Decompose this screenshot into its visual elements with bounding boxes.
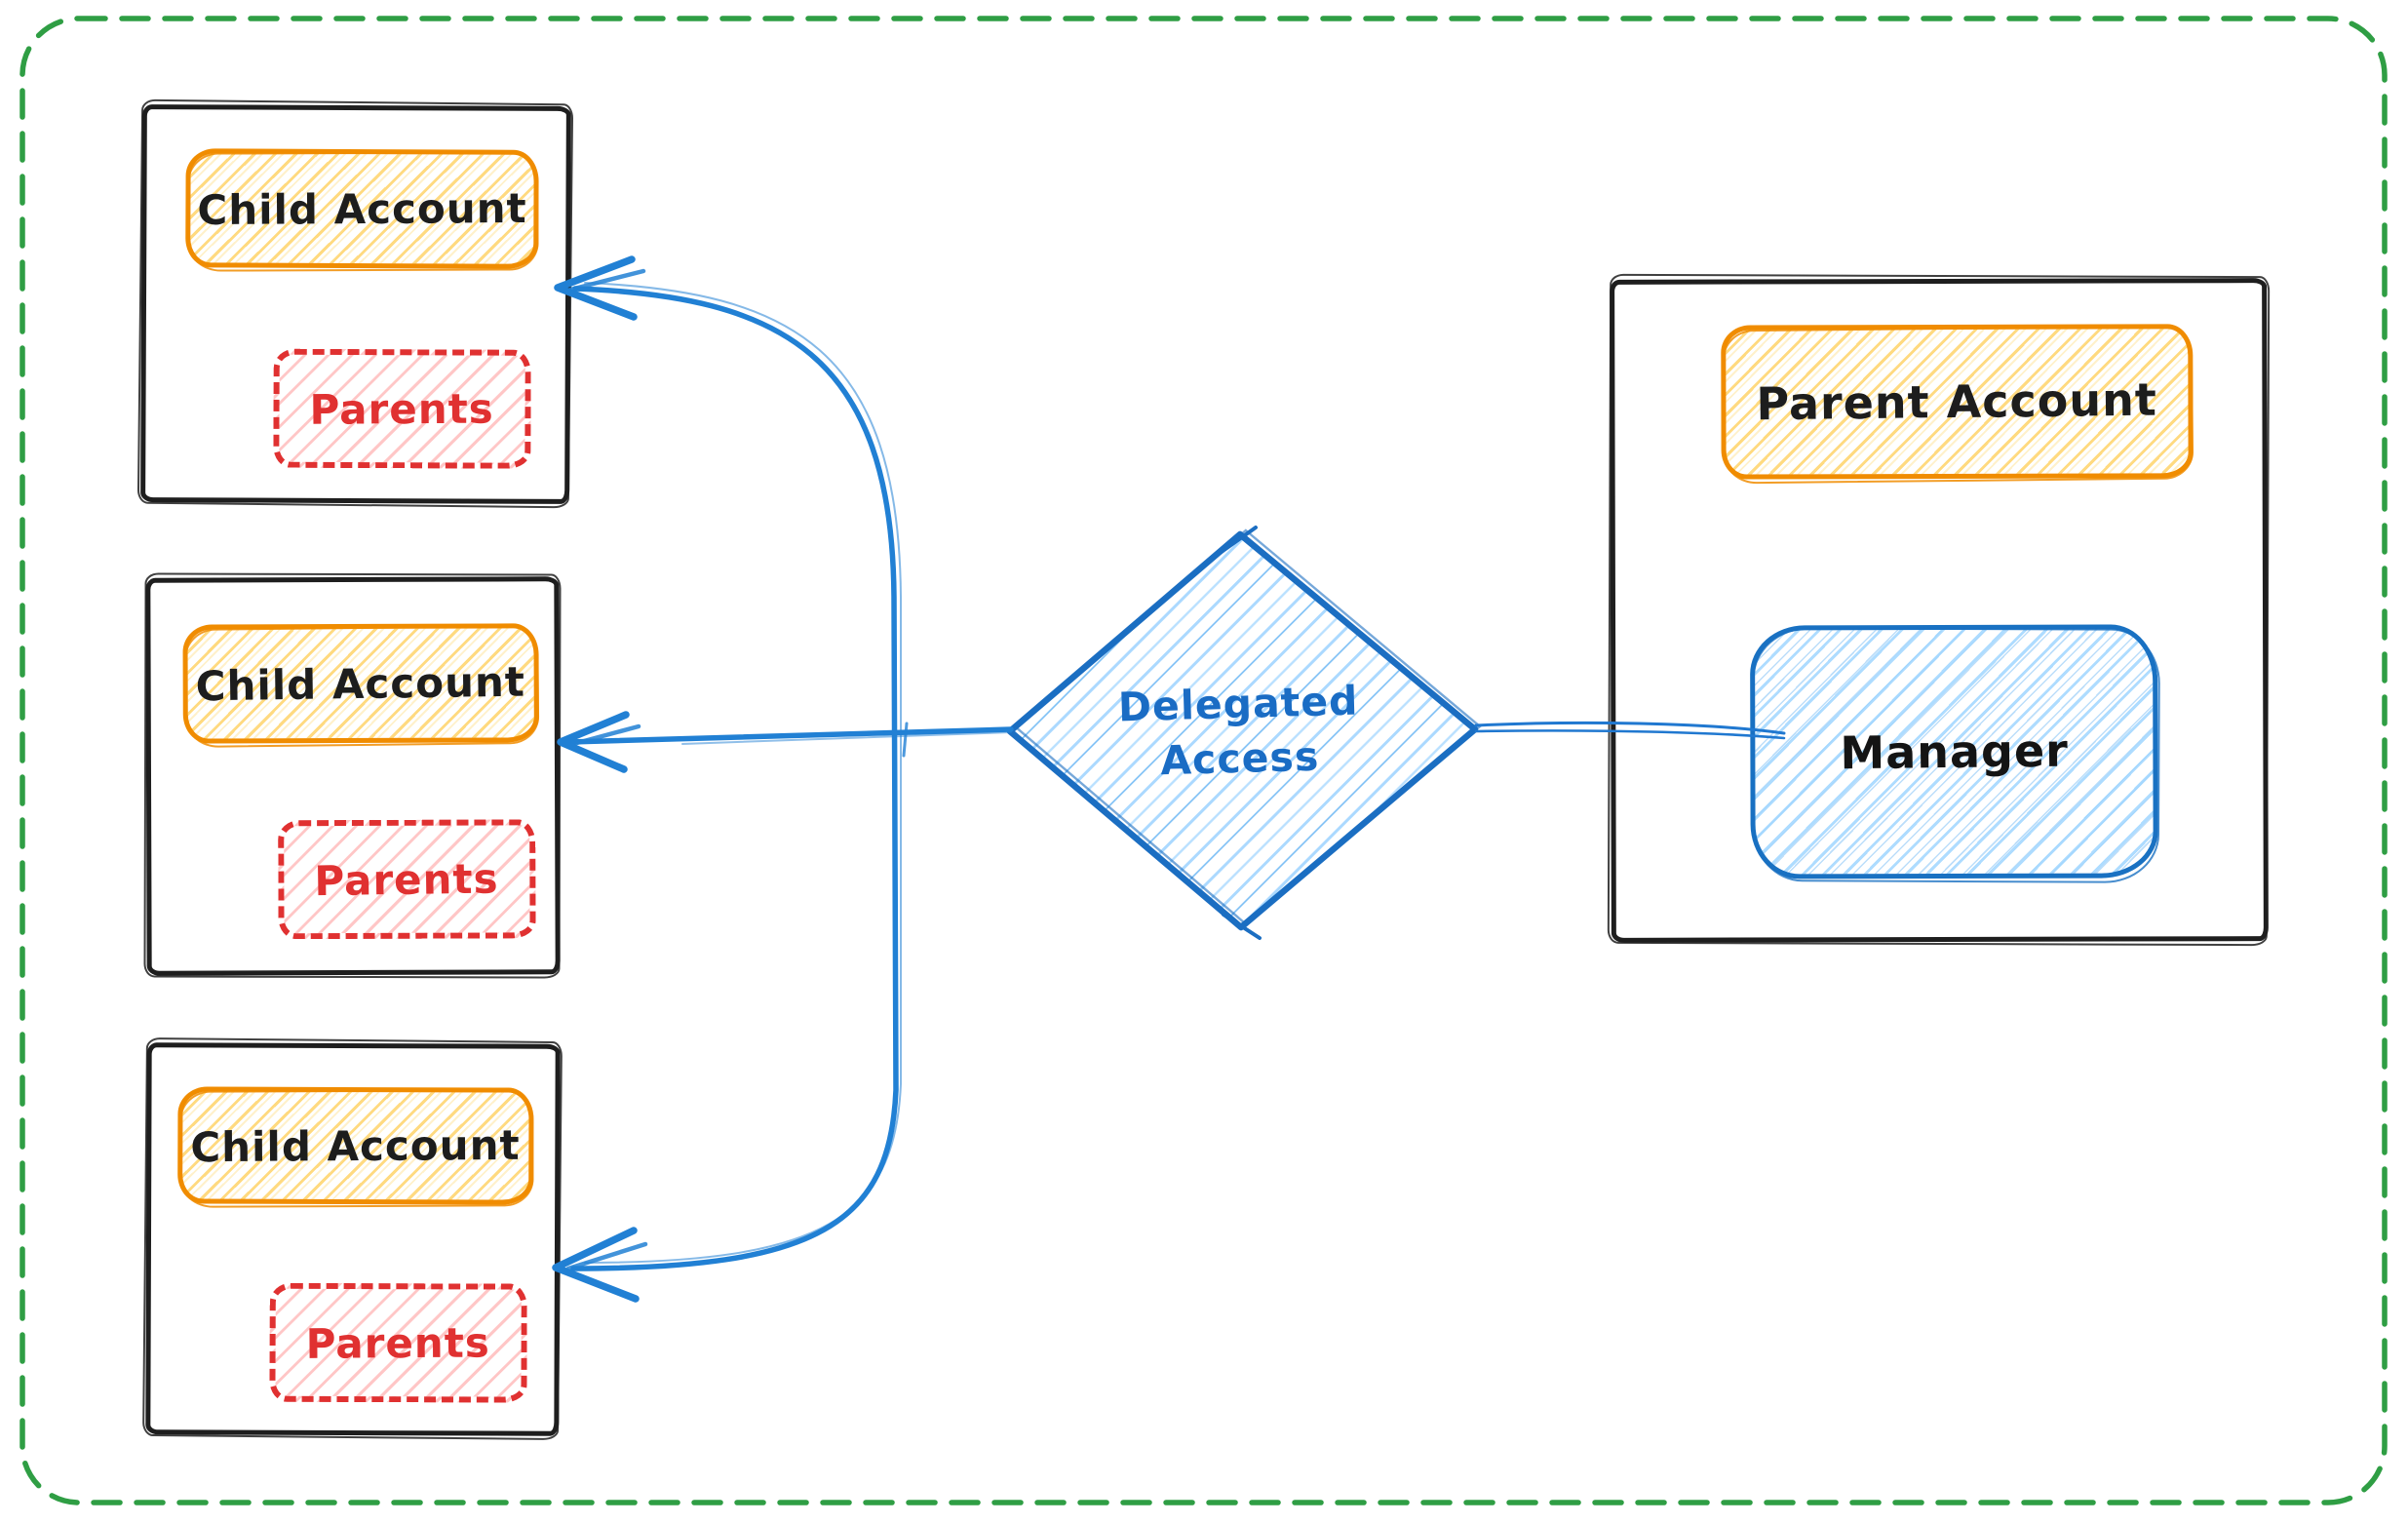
- arrowhead-child-3: [552, 1227, 648, 1303]
- delegated-access-label-line2: Access: [1159, 732, 1320, 784]
- parent-account-label-pill: Parent Account: [1721, 324, 2194, 480]
- parents-pill: Parents: [269, 1282, 527, 1403]
- edge-diamond-to-child-2: [566, 722, 1014, 758]
- child-account-label-pill: Child Account: [182, 623, 539, 744]
- child-account-label: Child Account: [195, 657, 526, 710]
- child-account-box-3: Child Account Parents: [145, 1042, 561, 1436]
- child-account-label: Child Account: [197, 183, 527, 234]
- parents-pill: Parents: [273, 348, 531, 469]
- child-account-box-2: Child Account Parents: [145, 576, 561, 976]
- parents-pill: Parents: [278, 819, 536, 940]
- parents-label: Parents: [305, 1318, 491, 1368]
- manager-label: Manager: [1839, 723, 2069, 780]
- manager-node: Manager: [1750, 624, 2158, 879]
- arrowhead-child-2: [557, 711, 641, 773]
- parent-account-label: Parent Account: [1756, 372, 2158, 431]
- parents-label: Parents: [314, 853, 500, 905]
- child-account-label-pill: Child Account: [185, 148, 539, 269]
- child-account-label-pill: Child Account: [177, 1086, 534, 1205]
- parent-account-box: Parent Account Manager: [1610, 278, 2269, 943]
- edge-diamond-to-children-trunk: [570, 282, 902, 1271]
- arrowhead-child-1: [554, 255, 646, 321]
- delegated-access-label: Delegated Access: [1061, 656, 1418, 807]
- child-account-label: Child Account: [190, 1120, 522, 1171]
- delegated-access-label-line1: Delegated: [1117, 677, 1360, 731]
- child-account-box-1: Child Account Parents: [140, 104, 571, 504]
- parents-label: Parents: [309, 384, 495, 434]
